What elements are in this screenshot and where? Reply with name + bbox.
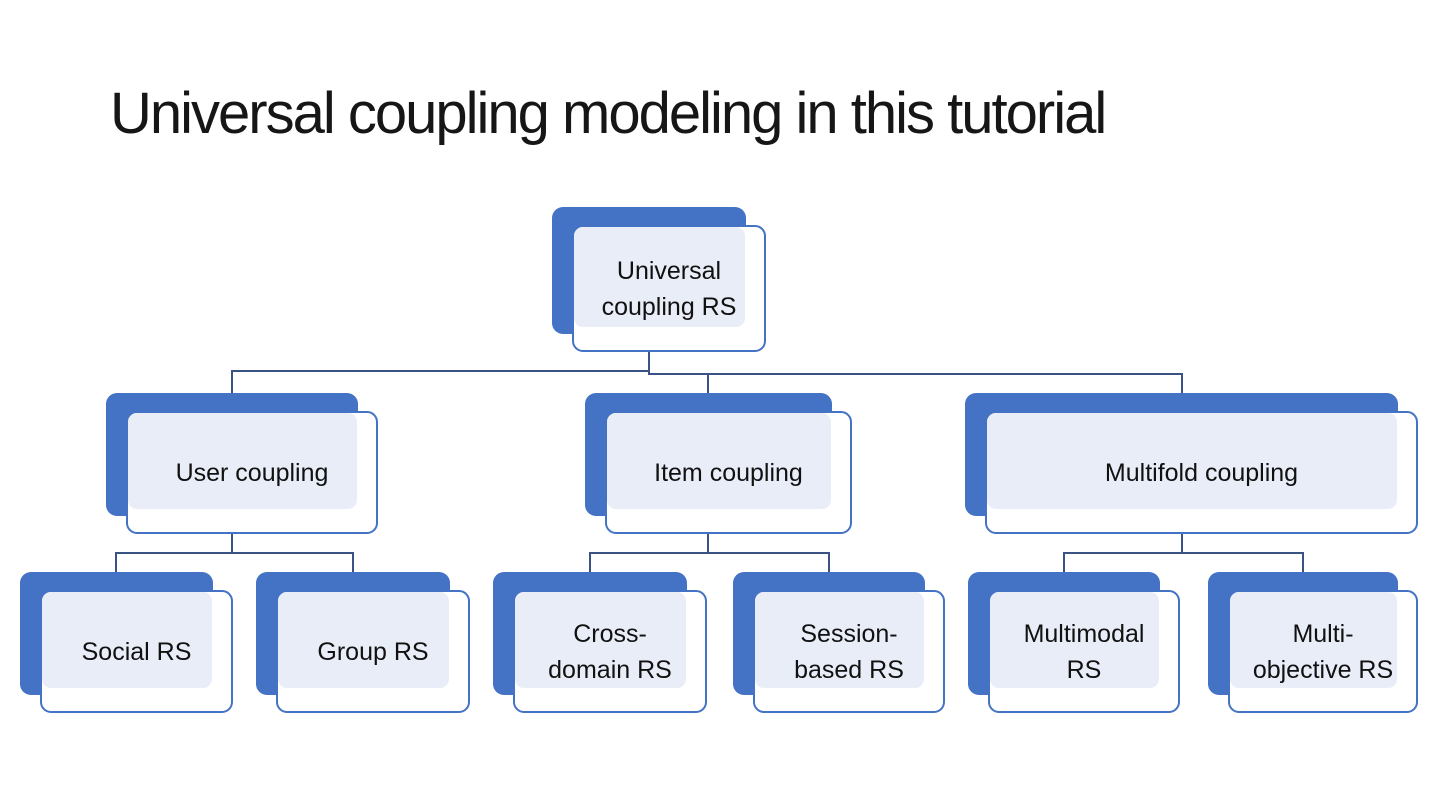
node-item-coupling: Item coupling (585, 393, 852, 534)
connector-segment (707, 534, 709, 554)
node-multimodal-rs: Multimodal RS (968, 572, 1180, 713)
connector-segment (648, 373, 1183, 375)
node-label: Multifold coupling (1104, 458, 1299, 487)
node-fill-shape (607, 413, 831, 509)
node-label: Cross- domain RS (548, 619, 672, 684)
node-label: Multimodal RS (1023, 619, 1145, 684)
connector-segment (1181, 373, 1183, 393)
node-label: Social RS (81, 637, 192, 666)
connector-segment (1063, 552, 1065, 572)
node-label: Universal coupling RS (601, 256, 737, 321)
connector-segment (589, 552, 830, 554)
connector-segment (231, 534, 233, 554)
node-fill-shape (987, 413, 1397, 509)
node-box: Universal coupling RS (572, 225, 766, 352)
node-fill-shape (278, 592, 449, 688)
node-fill-shape (990, 592, 1159, 688)
connector-segment (707, 373, 709, 393)
connector-segment (828, 552, 830, 572)
node-fill-shape (42, 592, 212, 688)
node-box: Group RS (276, 590, 470, 713)
node-box: Cross- domain RS (513, 590, 707, 713)
node-session-based-rs: Session- based RS (733, 572, 945, 713)
node-label: User coupling (175, 458, 329, 487)
connector-segment (352, 552, 354, 572)
node-box: Item coupling (605, 411, 852, 534)
node-label: Session- based RS (794, 619, 904, 684)
node-social-rs: Social RS (20, 572, 233, 713)
connector-segment (115, 552, 354, 554)
node-box: Multimodal RS (988, 590, 1180, 713)
node-group-rs: Group RS (256, 572, 470, 713)
node-box: User coupling (126, 411, 378, 534)
node-box: Multi- objective RS (1228, 590, 1418, 713)
node-fill-shape (515, 592, 686, 688)
connector-segment (648, 351, 650, 375)
connector-segment (1181, 534, 1183, 554)
connector-segment (1302, 552, 1304, 572)
node-label: Group RS (317, 637, 429, 666)
node-box: Multifold coupling (985, 411, 1418, 534)
slide-title: Universal coupling modeling in this tuto… (110, 81, 1107, 146)
node-box: Session- based RS (753, 590, 945, 713)
node-cross-domain-rs: Cross- domain RS (493, 572, 707, 713)
node-multifold-coupling: Multifold coupling (965, 393, 1418, 534)
node-fill-shape (574, 227, 745, 327)
node-universal-coupling-rs: Universal coupling RS (552, 207, 766, 352)
node-fill-shape (1230, 592, 1397, 688)
connector-segment (231, 370, 650, 372)
node-multi-objective-rs: Multi- objective RS (1208, 572, 1418, 713)
node-label: Multi- objective RS (1252, 619, 1394, 684)
node-label: Item coupling (654, 458, 803, 487)
connector-segment (1063, 552, 1304, 554)
node-fill-shape (755, 592, 924, 688)
node-user-coupling: User coupling (106, 393, 378, 534)
connector-segment (115, 552, 117, 572)
connector-segment (589, 552, 591, 572)
node-fill-shape (128, 413, 357, 509)
connector-segment (231, 370, 233, 393)
node-box: Social RS (40, 590, 233, 713)
